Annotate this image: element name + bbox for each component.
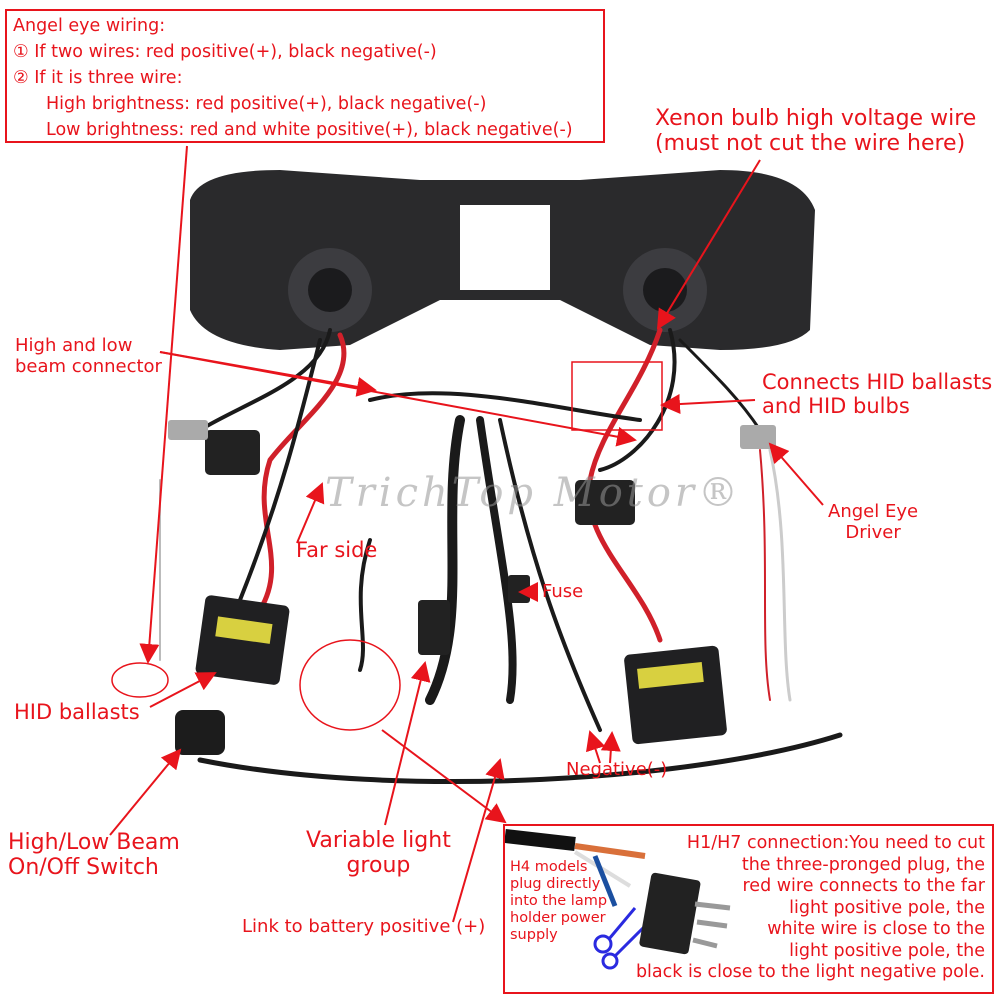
right-hid-ballast [624,645,727,745]
fuse-label: Fuse [542,581,584,602]
h1-h7-connection-note: H4 models plug directly into the lamp ho… [503,824,994,994]
hid-connect-label: Connects HID ballasts and HID bulbs [762,370,992,418]
beam-connector-label-line: High and low [15,335,133,356]
h4-plug [639,872,701,955]
callout-arrows [109,145,824,923]
xenon-label-line: Xenon bulb high voltage wire [655,106,977,131]
variable-light-label-line: group [346,853,411,879]
angel-eye-title: Angel eye wiring: [13,16,166,36]
h1-h7-line: light positive pole, the [789,940,985,961]
h4-note-line: plug directly [510,876,601,892]
angel-eye-wiring-note: Angel eye wiring: ① If two wires: red po… [5,9,605,143]
h4-plug-photo [505,829,731,970]
watermark: TrichTop Motor® [325,470,743,516]
h1-h7-line: black is close to the light negative pol… [635,962,985,982]
h1-h7-line: light positive pole, the [789,897,985,918]
xenon-label: Xenon bulb high voltage wire (must not c… [655,106,976,157]
h1-h7-line: the three-pronged plug, the [741,854,985,875]
switch-label: High/Low Beam On/Off Switch [8,830,180,881]
h4-note-line: supply [510,927,558,943]
angel-eye-line: High brightness: red positive(+), black … [46,94,487,114]
far-side-label: Far side [296,538,378,562]
hid-ballasts-label: HID ballasts [14,700,140,724]
h4-note-line: H4 models [510,859,588,875]
right-igniter [575,480,635,525]
relay-box [418,600,450,655]
scissors-icon [593,907,647,970]
h4-note-line: into the lamp [510,893,608,909]
h1-h7-line: white wire is close to the [767,919,985,939]
xenon-label-line: (must not cut the wire here) [655,131,966,157]
angel-eye-line: ① If two wires: red positive(+), black n… [13,42,437,62]
angel-driver-label-line: Angel Eye [828,501,919,522]
left-igniter [205,430,260,475]
angel-driver-label-line: Driver [845,521,901,543]
wiring-harness [159,327,843,785]
h1-h7-line: red wire connects to the far [742,876,986,896]
negative-label: Negative(-) [566,759,668,780]
angel-eye-line: Low brightness: red and white positive(+… [46,120,573,140]
battery-label: Link to battery positive (+) [242,916,486,937]
h1-h7-text: H1/H7 connection:You need to cut the thr… [636,833,985,984]
angel-driver-label: Angel Eye Driver [828,501,919,543]
variable-light-label-line: Variable light [306,828,451,853]
fuse-holder [508,575,530,603]
h1-h7-line: H1/H7 connection:You need to cut [686,833,985,853]
switch-clamp [175,710,225,755]
beam-connector-label: High and low beam connector [15,335,162,377]
angel-eye-line: ② If it is three wire: [13,68,183,88]
beam-connector-label-line: beam connector [15,355,162,377]
wire-end-circle [111,662,169,698]
left-hid-ballast [195,595,290,685]
left-angel-eye-driver-module [168,420,208,440]
headlight-housing [190,170,815,350]
hid-connect-label-line: and HID bulbs [762,394,910,419]
terminals-circle [299,639,401,731]
hid-connect-label-line: Connects HID ballasts [762,370,993,394]
h4-note-line: holder power [510,910,606,926]
switch-label-line: On/Off Switch [8,855,159,881]
switch-label-line: High/Low Beam [8,830,180,855]
angel-eye-driver-module [740,425,776,449]
variable-light-label: Variable light group [306,828,451,879]
h4-note: H4 models plug directly into the lamp ho… [510,859,607,944]
